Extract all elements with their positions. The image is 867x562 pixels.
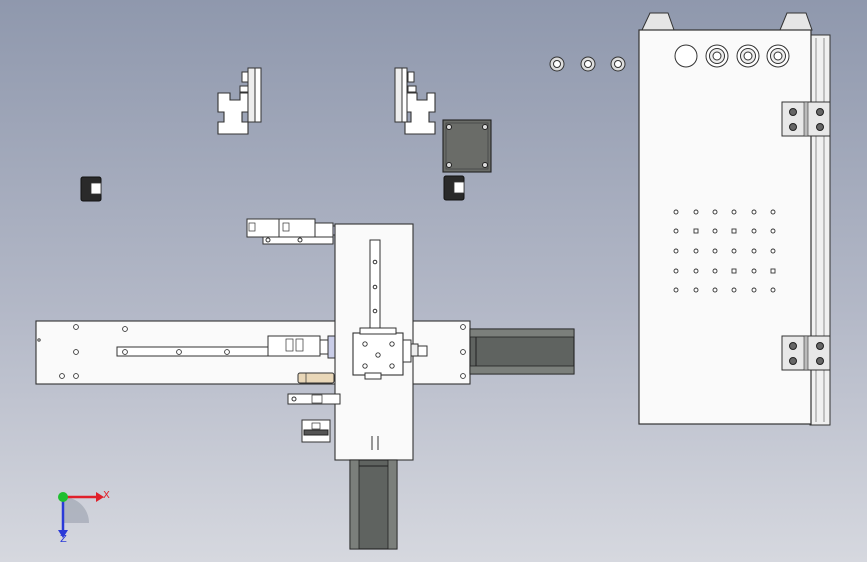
sensor-block-left[interactable] bbox=[80, 176, 102, 202]
plate-hole bbox=[460, 373, 466, 379]
y-axis-extrusion[interactable] bbox=[349, 459, 398, 550]
cabinet-hole bbox=[673, 228, 679, 234]
slide-hole bbox=[362, 363, 368, 369]
x-axis-extrusion[interactable] bbox=[469, 328, 575, 375]
cabinet-hole bbox=[693, 268, 699, 274]
cabinet-hole bbox=[751, 228, 757, 234]
cabinet-square-hole bbox=[731, 268, 737, 274]
plate-hole bbox=[37, 338, 41, 342]
plate-hole bbox=[176, 349, 182, 355]
cabinet-hole bbox=[712, 287, 718, 293]
cabinet-hole bbox=[731, 209, 737, 215]
cabinet-hole bbox=[712, 268, 718, 274]
slide-hole bbox=[375, 352, 381, 358]
slide-hole bbox=[389, 341, 395, 347]
plate-hole bbox=[73, 349, 79, 355]
cabinet-foot-right bbox=[779, 12, 813, 31]
plate-hole bbox=[224, 349, 230, 355]
triad-z-label: Z bbox=[60, 534, 67, 545]
cabinet-hole bbox=[712, 209, 718, 215]
cabinet-hinge-bottom bbox=[781, 335, 831, 371]
cabinet-hole bbox=[770, 209, 776, 215]
cabinet-hole bbox=[673, 287, 679, 293]
profile-bracket-left[interactable] bbox=[217, 67, 262, 135]
cabinet-square-hole bbox=[770, 268, 776, 274]
slide-hole bbox=[362, 341, 368, 347]
bracket-plate-small[interactable] bbox=[287, 393, 341, 405]
hex-nut-row bbox=[549, 56, 626, 72]
cabinet-hole bbox=[673, 248, 679, 254]
pneumatic-valve-assembly[interactable] bbox=[246, 218, 352, 245]
cabinet-hinge-top bbox=[781, 101, 831, 137]
electrical-cabinet[interactable] bbox=[638, 12, 831, 426]
stepper-motor-face[interactable] bbox=[442, 119, 492, 173]
cable-gland-2 bbox=[736, 44, 760, 68]
plate-hole bbox=[59, 373, 65, 379]
plate-hole bbox=[73, 324, 79, 330]
cabinet-hole bbox=[751, 287, 757, 293]
cabinet-hole bbox=[731, 248, 737, 254]
clamp-block[interactable] bbox=[301, 419, 331, 443]
hex-nut-1 bbox=[549, 56, 565, 72]
plate-hole bbox=[460, 349, 466, 355]
cabinet-hole-grid bbox=[673, 209, 776, 293]
cabinet-hole bbox=[693, 209, 699, 215]
cabinet-hole bbox=[731, 287, 737, 293]
cabinet-hole bbox=[712, 248, 718, 254]
cabinet-hole bbox=[751, 248, 757, 254]
cabinet-square-hole bbox=[693, 228, 699, 234]
cabinet-hole bbox=[693, 248, 699, 254]
hex-nut-3 bbox=[610, 56, 626, 72]
plate-hole bbox=[73, 373, 79, 379]
sensor-block-right[interactable] bbox=[443, 175, 465, 201]
plate-hole bbox=[122, 349, 128, 355]
coupling-part[interactable] bbox=[297, 372, 335, 384]
triad-x-label: X bbox=[103, 490, 110, 501]
coordinate-triad: X Z bbox=[58, 490, 110, 545]
cabinet-hole bbox=[770, 228, 776, 234]
cabinet-hole bbox=[751, 209, 757, 215]
cabinet-hole bbox=[693, 287, 699, 293]
cable-gland-3 bbox=[766, 44, 790, 68]
cabinet-hole bbox=[751, 268, 757, 274]
plate-hole bbox=[122, 326, 128, 332]
cabinet-hole bbox=[712, 228, 718, 234]
cabinet-hole bbox=[770, 287, 776, 293]
cabinet-hole bbox=[673, 209, 679, 215]
cabinet-square-hole bbox=[731, 228, 737, 234]
profile-bracket-right[interactable] bbox=[394, 67, 436, 135]
cable-gland-1 bbox=[705, 44, 729, 68]
cable-gland-plain bbox=[674, 44, 698, 68]
cabinet-foot-left bbox=[641, 12, 675, 31]
slide-hole bbox=[389, 363, 395, 369]
hex-nut-2 bbox=[580, 56, 596, 72]
plate-hole bbox=[460, 324, 466, 330]
cabinet-hole bbox=[770, 248, 776, 254]
cabinet-hole bbox=[673, 268, 679, 274]
xy-cross-slide[interactable] bbox=[352, 327, 428, 380]
